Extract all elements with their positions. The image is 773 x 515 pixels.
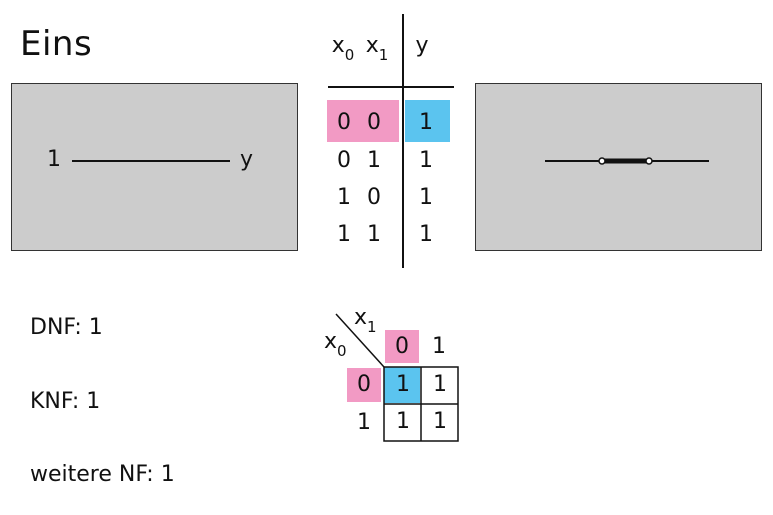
kmap-cell-0-0: 1 <box>396 372 410 397</box>
switch-terminal-left <box>598 157 606 165</box>
row-2-x1: 0 <box>367 185 381 210</box>
row-0-y: 1 <box>419 110 433 135</box>
truth-table-header-line <box>328 86 454 88</box>
row-3-x0: 1 <box>337 222 351 247</box>
switch-terminal-right <box>645 157 653 165</box>
kmap-cell-1-0: 1 <box>396 409 410 434</box>
header-x1: x1 <box>365 33 389 64</box>
page-title: Eins <box>20 24 93 64</box>
circuit-output-label: y <box>240 147 254 172</box>
kmap-cell-0-1: 1 <box>433 372 447 397</box>
truth-table-output-highlight <box>405 100 450 142</box>
switch-panel <box>475 83 762 251</box>
row-2-y: 1 <box>419 185 433 210</box>
row-1-y: 1 <box>419 148 433 173</box>
kmap-cell-1-1: 1 <box>433 409 447 434</box>
truth-table: x0 x1 y 0 0 1 0 1 1 1 0 1 1 1 1 <box>320 14 465 269</box>
knf-text: KNF: 1 <box>30 389 101 414</box>
karnaugh-map: x1 x0 0 1 0 1 1 1 1 1 <box>318 300 468 448</box>
circuit-input-label: 1 <box>47 147 61 172</box>
kmap-row-highlight <box>347 368 381 402</box>
kmap-col-var: x1 <box>354 305 377 336</box>
dnf-text: DNF: 1 <box>30 315 103 340</box>
circuit-panel: 1 y <box>11 83 298 251</box>
switch-diagram <box>545 157 709 165</box>
circuit-wire <box>72 160 230 162</box>
truth-table-input-highlight <box>327 100 399 142</box>
row-2-x0: 1 <box>337 185 351 210</box>
row-3-x1: 1 <box>367 222 381 247</box>
kmap-col-header-1: 1 <box>432 334 446 359</box>
kmap-cell-highlight <box>384 367 420 403</box>
kmap-col-highlight <box>385 330 419 363</box>
weitere-nf-text: weitere NF: 1 <box>30 462 175 487</box>
row-0-x0: 0 <box>337 110 351 135</box>
kmap-row-header-1: 1 <box>357 410 371 435</box>
header-x0: x0 <box>331 33 355 64</box>
truth-table-vertical-line <box>402 14 404 268</box>
kmap-row-header-0: 0 <box>357 372 371 397</box>
kmap-col-header-0: 0 <box>395 334 409 359</box>
row-1-x0: 0 <box>337 148 351 173</box>
kmap-lines <box>335 313 459 442</box>
row-0-x1: 0 <box>367 110 381 135</box>
header-y: y <box>415 33 429 58</box>
row-1-x1: 1 <box>367 148 381 173</box>
kmap-row-var: x0 <box>324 329 347 360</box>
kmap-diagonal <box>335 313 385 368</box>
row-3-y: 1 <box>419 222 433 247</box>
